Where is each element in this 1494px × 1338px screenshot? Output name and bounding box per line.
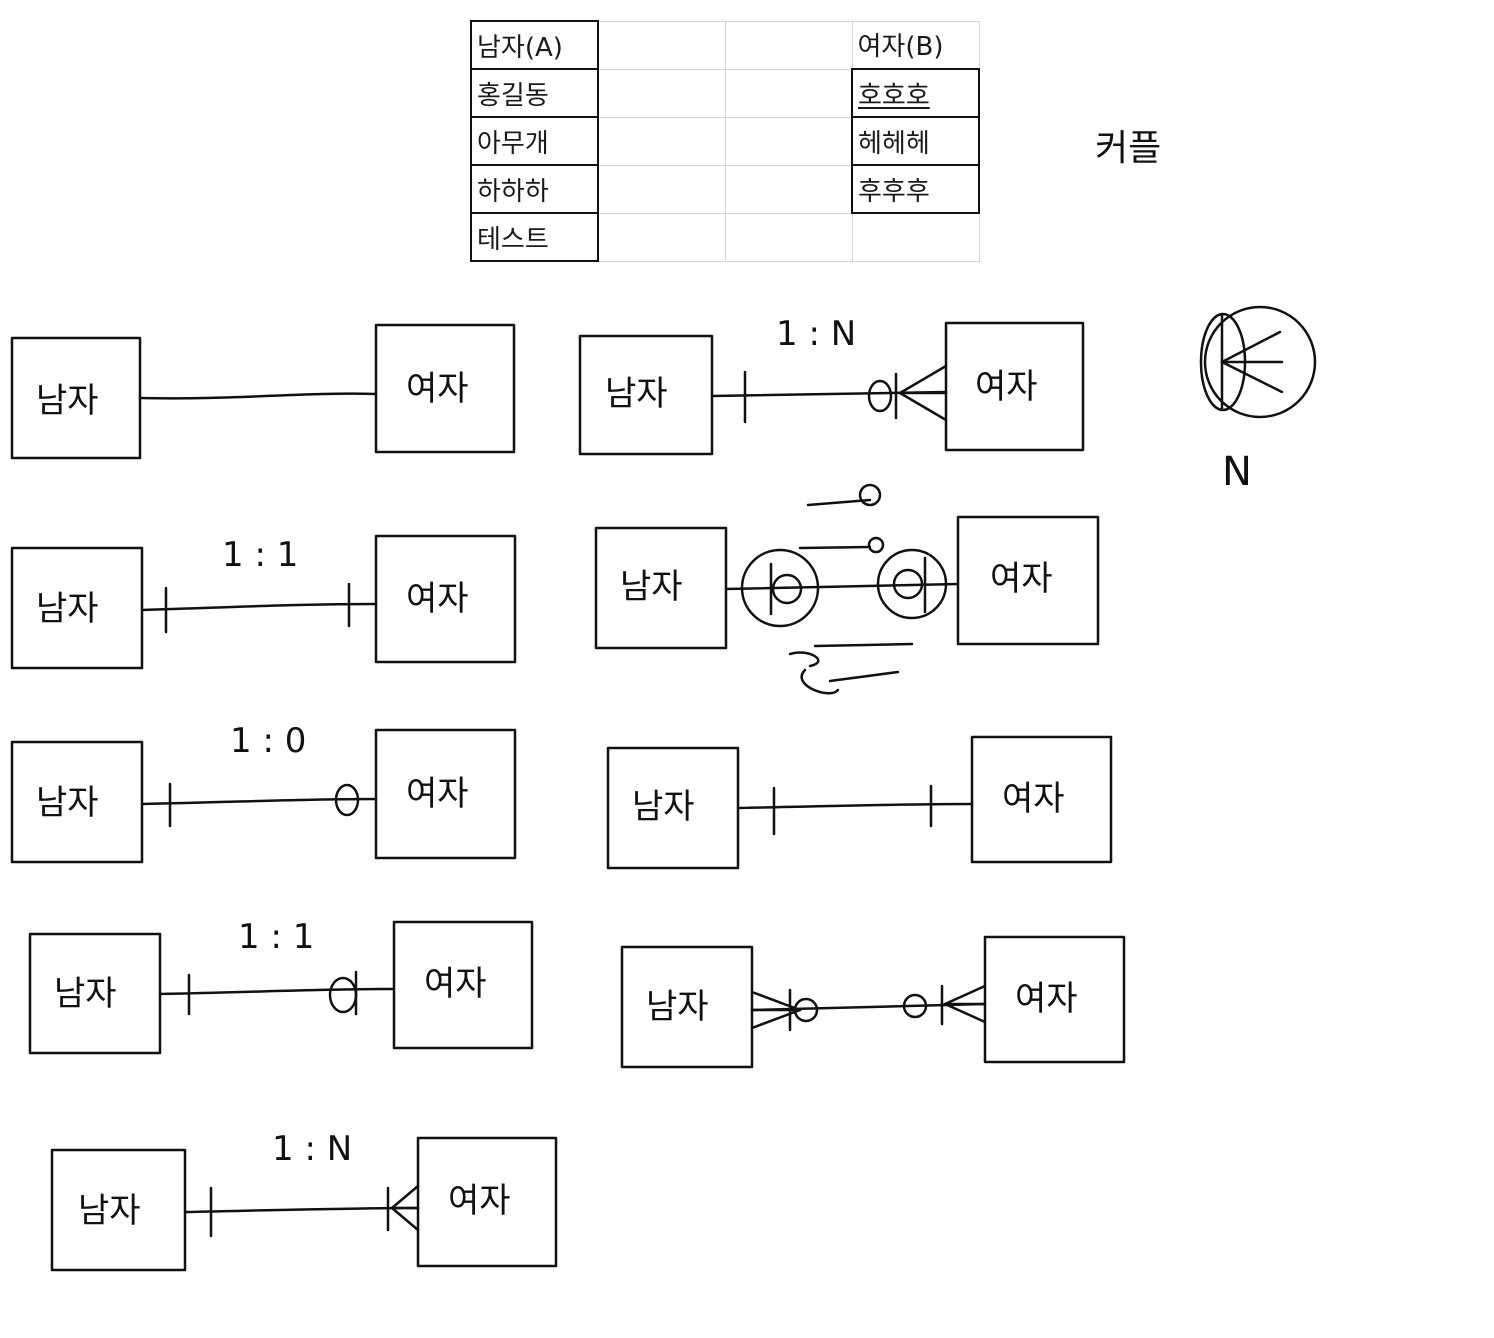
man-cell[interactable]: 하하하 — [470, 164, 599, 214]
empty-cell[interactable] — [724, 212, 853, 262]
empty-cell[interactable] — [597, 212, 726, 262]
relation-one-to-many-optional — [578, 321, 1085, 456]
ratio-label-11: 1 : 1 — [222, 535, 298, 575]
spreadsheet-table: 남자(A) 여자(B) 홍길동 호호호 아무개 헤헤헤 하하하 후후후 테스트 — [470, 20, 980, 262]
empty-cell[interactable] — [597, 68, 726, 118]
table-row: 테스트 — [470, 212, 980, 262]
entity-woman: 여자 — [1015, 979, 1078, 1019]
empty-cell[interactable] — [851, 212, 980, 262]
relation-one-to-zero — [10, 728, 517, 864]
table-row: 홍길동 호호호 — [470, 68, 980, 118]
n-label: N — [1222, 449, 1252, 495]
ratio-label-1n-bottom: 1 : N — [272, 1129, 352, 1169]
entity-man: 남자 — [605, 374, 668, 414]
relation-many-to-many — [620, 935, 1126, 1069]
ratio-label-1n: 1 : N — [776, 314, 856, 354]
relation-plain — [10, 323, 516, 460]
table-row: 아무개 헤헤헤 — [470, 116, 980, 166]
entity-man: 남자 — [632, 787, 695, 827]
man-cell[interactable]: 테스트 — [470, 212, 599, 262]
relation-one-to-many — [50, 1136, 558, 1272]
entity-woman: 여자 — [406, 774, 469, 814]
entity-woman: 여자 — [448, 1181, 511, 1221]
relation-one-to-one — [10, 534, 517, 670]
entity-woman: 여자 — [406, 579, 469, 619]
crowsfoot-circle-sketch — [1199, 305, 1317, 419]
empty-cell[interactable] — [724, 164, 853, 214]
relation-one-to-one-mandatory — [606, 735, 1113, 870]
ratio-label-10: 1 : 0 — [230, 721, 306, 761]
entity-man: 남자 — [646, 987, 709, 1027]
entity-woman: 여자 — [990, 559, 1053, 599]
header-cell-empty[interactable] — [597, 20, 726, 70]
couple-note: 커플 — [1095, 128, 1161, 169]
empty-cell[interactable] — [597, 164, 726, 214]
relation-circled-markers — [594, 483, 1100, 695]
woman-cell[interactable]: 헤헤헤 — [851, 116, 980, 166]
header-cell-man[interactable]: 남자(A) — [470, 20, 599, 70]
entity-man: 남자 — [36, 783, 99, 823]
man-cell[interactable]: 아무개 — [470, 116, 599, 166]
entity-man: 남자 — [78, 1191, 141, 1231]
entity-woman: 여자 — [406, 369, 469, 409]
entity-woman: 여자 — [1002, 779, 1065, 819]
header-cell-woman[interactable]: 여자(B) — [851, 20, 980, 70]
woman-cell[interactable]: 후후후 — [851, 164, 980, 214]
entity-man: 남자 — [54, 974, 117, 1014]
entity-man: 남자 — [620, 567, 683, 607]
man-cell[interactable]: 홍길동 — [470, 68, 599, 118]
entity-woman: 여자 — [975, 367, 1038, 407]
entity-man: 남자 — [36, 589, 99, 629]
empty-cell[interactable] — [597, 116, 726, 166]
entity-woman: 여자 — [424, 964, 487, 1004]
entity-man: 남자 — [36, 381, 99, 421]
relation-one-to-one-optional — [28, 920, 534, 1055]
woman-cell[interactable]: 호호호 — [851, 68, 980, 118]
ratio-label-11-optional: 1 : 1 — [238, 917, 314, 957]
woman-cell-text: 호호호 — [858, 80, 930, 111]
empty-cell[interactable] — [724, 68, 853, 118]
table-row: 하하하 후후후 — [470, 164, 980, 214]
